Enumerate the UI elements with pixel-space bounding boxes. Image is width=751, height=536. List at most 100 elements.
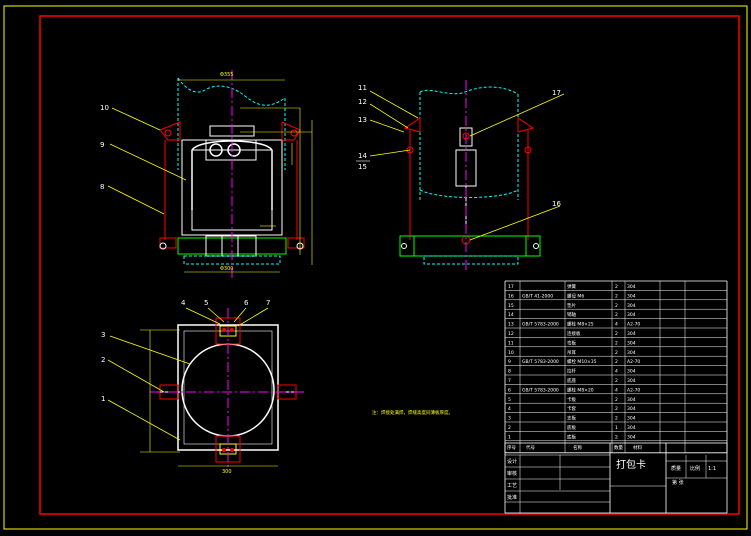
title-process: 工艺 <box>507 483 517 489</box>
bom-cell-name: 底板 <box>567 424 576 431</box>
side-balloons: 11 12 13 14 15 17 16 <box>356 84 565 241</box>
top-balloons: 4 5 6 7 3 2 1 <box>101 299 270 441</box>
dim-top-view-width: 300 <box>222 469 232 475</box>
bom-cell-qty: 2 <box>615 406 618 412</box>
bom-cell-no: 3 <box>508 416 511 422</box>
bom-cell-qty: 2 <box>615 293 618 299</box>
bom-cell-no: 9 <box>508 359 511 365</box>
front-view: Φ355 Φ300 <box>159 70 313 280</box>
balloon-7: 7 <box>266 299 270 307</box>
bom-cell-mat: 304 <box>627 425 636 431</box>
title-block: 设计 审核 工艺 批准 打包卡 质量 比例 1:1 第 张 <box>504 442 728 514</box>
bom-cell-name: 卡板 <box>567 396 576 403</box>
bom-cell-code: GB/T 5783-2000 <box>522 322 559 328</box>
bom-cell-mat: 304 <box>627 406 636 412</box>
bom-cell-mat: 304 <box>627 416 636 422</box>
balloon-1: 1 <box>101 395 105 403</box>
bom-cell-no: 15 <box>508 303 514 309</box>
bom-cell-name: 吊耳 <box>567 350 576 356</box>
bom-cell-code: GB/T 5783-2000 <box>522 387 559 393</box>
bom-cell-name: 螺栓 M8×20 <box>567 386 594 393</box>
bom-cell-no: 11 <box>508 340 514 346</box>
balloon-16: 16 <box>552 200 561 208</box>
bom-cell-no: 8 <box>508 369 511 375</box>
bom-cell-mat: 304 <box>627 350 636 356</box>
bom-cell-mat: 304 <box>627 369 636 375</box>
dim-top-width: Φ355 <box>220 72 233 78</box>
bom-cell-mat: 304 <box>627 331 636 337</box>
balloon-14: 14 <box>358 152 367 160</box>
bom-cell-qty: 1 <box>615 425 618 431</box>
bom-cell-qty: 2 <box>615 416 618 422</box>
dim-bottom-width: Φ300 <box>220 266 233 272</box>
bom-cell-qty: 2 <box>615 434 618 440</box>
bom-cell-name: 弹簧 <box>567 283 576 290</box>
title-design: 设计 <box>507 458 517 465</box>
bom-cell-mat: 304 <box>627 340 636 346</box>
bom-cell-no: 7 <box>508 378 511 384</box>
bom-cell-no: 17 <box>508 284 514 290</box>
balloon-12: 12 <box>358 98 367 106</box>
bom-cell-qty: 2 <box>615 331 618 337</box>
bom-cell-mat: 304 <box>627 434 636 440</box>
bom-cell-qty: 2 <box>615 350 618 356</box>
bom-cell-mat: 304 <box>627 378 636 384</box>
bom-cell-qty: 4 <box>615 369 618 375</box>
bom-cell-qty: 4 <box>615 387 618 393</box>
bom-cell-qty: 4 <box>615 322 618 328</box>
bom-cell-no: 16 <box>508 293 514 299</box>
balloon-8: 8 <box>100 183 104 191</box>
bom-cell-no: 12 <box>508 331 514 337</box>
balloon-17: 17 <box>552 89 561 97</box>
bom-cell-mat: 304 <box>627 303 636 309</box>
title-mass: 质量 <box>671 465 681 472</box>
balloon-6: 6 <box>244 299 249 307</box>
side-view <box>399 80 541 272</box>
top-view: 300 <box>140 308 305 475</box>
bom-header-1: 代号 <box>526 444 535 451</box>
bom-cell-name: 连接板 <box>567 330 581 337</box>
balloon-10: 10 <box>100 104 109 112</box>
title-check: 审核 <box>507 470 517 477</box>
title-scale: 比例 <box>690 465 700 472</box>
bom-header-0: 序号 <box>507 444 516 451</box>
technical-note: 注：焊接处满焊，焊缝高度同薄板厚度。 <box>372 409 453 416</box>
bom-cell-mat: 304 <box>627 293 636 299</box>
title-ratio: 1:1 <box>708 466 716 472</box>
bom-header-4: 材料 <box>633 444 642 451</box>
bom-cell-name: 拉杆 <box>567 368 576 375</box>
balloon-9: 9 <box>100 141 104 149</box>
bom-cell-name: 螺母 M6 <box>567 292 584 299</box>
bom-cell-mat: 304 <box>627 397 636 403</box>
bom-header-2: 名称 <box>573 444 582 451</box>
bom-cell-name: 螺栓 M10×35 <box>567 358 597 365</box>
sheet-border <box>3 5 748 530</box>
bom-cell-name: 弯板 <box>567 339 576 346</box>
front-balloons: 10 9 8 <box>100 104 187 215</box>
bom-cell-mat: A2-70 <box>627 322 640 328</box>
bom-cell-name: 卡套 <box>567 405 576 412</box>
bom-cell-no: 13 <box>508 322 514 328</box>
bom-cell-no: 14 <box>508 312 514 318</box>
bom-cell-name: 支板 <box>567 415 576 422</box>
bom-cell-mat: 304 <box>627 284 636 290</box>
bom-cell-no: 10 <box>508 350 514 356</box>
bom-cell-name: 底板 <box>567 433 576 440</box>
balloon-3: 3 <box>101 331 105 339</box>
bom-cell-name: 螺栓 M8×25 <box>567 321 594 328</box>
bom-cell-qty: 2 <box>615 284 618 290</box>
bom-cell-qty: 2 <box>615 312 618 318</box>
balloon-2: 2 <box>101 356 105 364</box>
bom-cell-name: 垫片 <box>567 302 576 309</box>
bom-cell-mat: 304 <box>627 312 636 318</box>
bom-cell-mat: A2-70 <box>627 359 640 365</box>
balloon-5: 5 <box>204 299 208 307</box>
balloon-13: 13 <box>358 116 367 124</box>
drawing-title: 打包卡 <box>616 458 646 471</box>
bom-cell-no: 1 <box>508 434 511 440</box>
bom-cell-no: 2 <box>508 425 511 431</box>
bom-cell-code: GB/T 5783-2000 <box>522 359 559 365</box>
bom-cell-no: 6 <box>508 387 511 393</box>
